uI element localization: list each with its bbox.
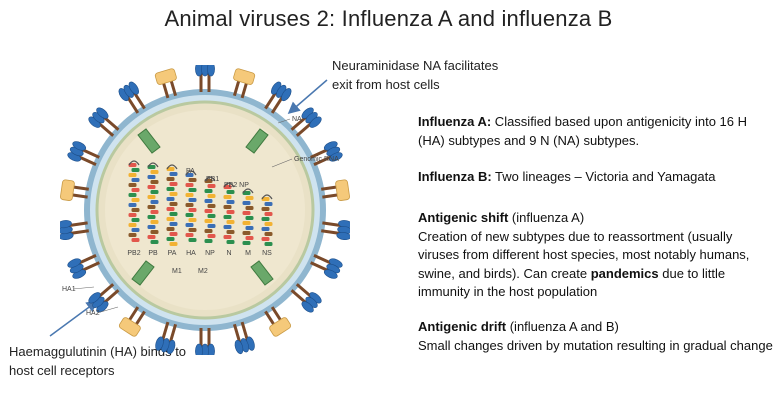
antigenic-shift-heading: Antigenic shift: [418, 210, 509, 225]
influenza-b-info: Influenza B: Two lineages – Victoria and…: [418, 168, 773, 187]
na-spike: [232, 68, 256, 99]
label-na: NA: [292, 116, 302, 123]
na-spike: [321, 179, 350, 201]
ha-callout: Haemaggulutinin (HA) binds to host cell …: [9, 342, 229, 380]
m2-channel: [137, 128, 161, 154]
ha-spike: [310, 254, 343, 279]
na-spike: [154, 68, 178, 99]
rnp-segment: [242, 188, 254, 245]
label-ha2: HA2: [86, 310, 100, 317]
ha-spike: [118, 81, 146, 114]
rnp-segment: [261, 194, 273, 246]
segment-label: M: [245, 250, 251, 257]
antigenic-drift-text: Small changes driven by mutation resulti…: [418, 337, 773, 353]
influenza-b-heading: Influenza B:: [418, 169, 492, 184]
label-genomic-rna: Genomic RNA: [294, 156, 339, 163]
label-ha1: HA1: [62, 286, 76, 293]
ha-spike: [195, 328, 215, 355]
na-callout-line2: exit from host cells: [332, 77, 440, 92]
m2-channel: [250, 260, 274, 286]
label-pa: PA: [186, 168, 195, 175]
label-m1: M1: [172, 268, 182, 275]
antigenic-shift-text1: Creation of new subtypes due to reassort…: [418, 228, 750, 281]
genomic-segments: [128, 160, 273, 246]
influenza-a-info: Influenza A: Classified based upon antig…: [418, 113, 773, 150]
ha-spike: [67, 254, 100, 279]
ha-spike: [290, 107, 322, 137]
antigenic-shift-sub: (influenza A): [508, 210, 585, 225]
segment-label: NS: [262, 250, 272, 257]
na-callout-line1: Neuraminidase NA facilitates: [332, 58, 499, 73]
label-m2: M2: [198, 268, 208, 275]
rnp-segment: [223, 182, 235, 244]
antigenic-shift-text2: due to little immunity in the host popul…: [418, 265, 726, 300]
ha-spike: [232, 321, 255, 355]
rnp-segment: [166, 164, 178, 246]
segment-label: PB2: [127, 250, 140, 257]
influenza-a-heading: Influenza A:: [418, 114, 492, 129]
rnp-segment: [185, 170, 197, 242]
rnp-segment: [204, 176, 216, 243]
na-spike: [60, 179, 89, 201]
ha-spike: [88, 107, 120, 137]
label-pb2-np: PB2 NP: [224, 182, 249, 189]
ha-spike: [88, 283, 120, 313]
surface-glycoproteins: [60, 65, 350, 355]
segment-label: NP: [205, 250, 215, 257]
ha-spike: [155, 321, 178, 355]
influenza-b-text: Two lineages – Victoria and Yamagata: [491, 169, 716, 184]
rnp-segment: [128, 160, 140, 242]
segment-label: PB: [148, 250, 158, 257]
m2-channel: [245, 128, 269, 154]
segment-label: N: [226, 250, 231, 257]
ha-spike: [290, 283, 322, 313]
ha-spike: [321, 220, 350, 241]
antigenic-shift-pandemics: pandemics: [590, 265, 659, 281]
rnp-segment: [147, 162, 159, 244]
segment-labels: PB2 PB PA HA NP N M NS: [127, 250, 272, 257]
ha-callout-line1: Haemaggulutinin (HA) binds to: [9, 344, 187, 359]
segment-label: HA: [186, 250, 196, 257]
antigenic-drift-heading: Antigenic drift: [418, 319, 507, 334]
ha-spike: [60, 220, 89, 241]
antigenic-drift-info: Antigenic drift (influenza A and B) Smal…: [418, 318, 773, 355]
na-spike: [118, 306, 146, 337]
ha-spike: [264, 81, 292, 114]
na-spike: [264, 306, 292, 337]
label-pb1: PB1: [206, 176, 219, 183]
antigenic-drift-sub: (influenza A and B): [506, 319, 619, 334]
ha-spike: [310, 141, 343, 166]
ha-callout-line2: host cell receptors: [9, 363, 115, 378]
page-title: Animal viruses 2: Influenza A and influe…: [164, 6, 613, 31]
m2-channels: [131, 128, 274, 286]
na-callout: Neuraminidase NA facilitates exit from h…: [332, 56, 532, 94]
segment-label: PA: [168, 250, 177, 257]
influenza-a-text: Classified based upon antigenicity into …: [418, 114, 748, 148]
ha-spike: [67, 141, 100, 166]
m2-channel: [131, 260, 155, 286]
ha-spike: [195, 65, 215, 92]
antigenic-shift-info: Antigenic shift (influenza A) Creation o…: [418, 209, 773, 302]
